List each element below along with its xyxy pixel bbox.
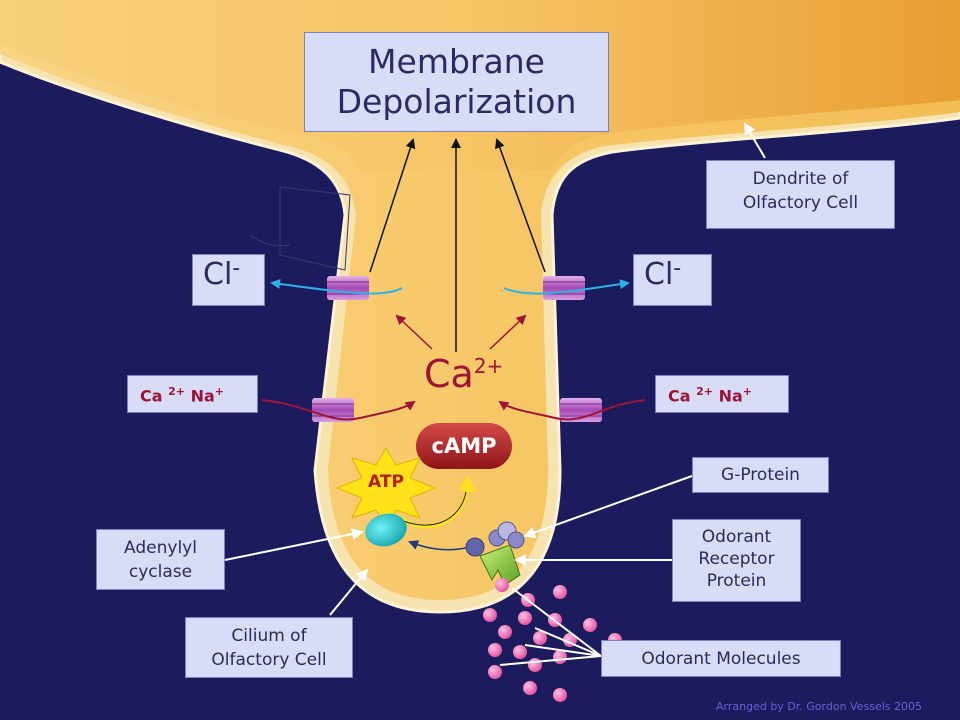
- calcium-symbol: Ca: [140, 386, 163, 406]
- odorant-pointers: [499, 587, 602, 666]
- signal-arrow: [408, 540, 471, 551]
- dendrite-body: [0, 0, 960, 600]
- cation-influx-arrow-left: [261, 399, 416, 421]
- sodium-symbol: Na: [718, 386, 743, 406]
- calcium-charge: 2+: [168, 385, 185, 398]
- depolarization-arrow-right: [495, 138, 546, 273]
- calcium-label: Ca2+: [424, 352, 503, 396]
- atp-label: ATP: [368, 472, 404, 492]
- calcium-charge: 2+: [696, 385, 713, 398]
- title-box: Membrane Depolarization: [304, 32, 609, 132]
- adenylyl-line-1: Adenylyl: [124, 538, 197, 558]
- dendrite-label-line-1: Dendrite of: [752, 169, 849, 189]
- chloride-arrow-right: [503, 279, 630, 295]
- g-protein-complex: [465, 521, 525, 557]
- odorant-molecules-label: Odorant Molecules: [601, 640, 841, 677]
- dendrite-pointer: [743, 122, 766, 159]
- chloride-charge: -: [232, 256, 241, 281]
- credit-text: Arranged by Dr. Gordon Vessels 2005: [716, 700, 922, 713]
- receptor-line-2: Receptor: [698, 549, 775, 569]
- cation-channel-left: [312, 398, 354, 422]
- cilium-line-2: Olfactory Cell: [211, 650, 327, 670]
- receptor-line-3: Protein: [706, 571, 767, 591]
- chloride-symbol: Cl: [644, 257, 674, 292]
- g-protein-label: G-Protein: [692, 457, 829, 493]
- sodium-symbol: Na: [190, 386, 215, 406]
- odorant-molecules-text: Odorant Molecules: [641, 649, 801, 669]
- chloride-channel-left: [327, 276, 369, 300]
- chloride-label-right: Cl-: [633, 254, 712, 306]
- cation-channel-right: [560, 398, 602, 422]
- calcium-arrow-left: [395, 314, 433, 350]
- title-line-2: Depolarization: [336, 82, 577, 121]
- camp-label: cAMP: [431, 434, 497, 458]
- calcium-symbol: Ca: [668, 386, 691, 406]
- cilium-pointer: [329, 568, 369, 616]
- sodium-charge: +: [214, 385, 224, 398]
- receptor-label: Odorant Receptor Protein: [672, 519, 801, 602]
- calcium-main-symbol: Ca: [424, 352, 474, 396]
- dendrite-label: Dendrite of Olfactory Cell: [706, 160, 895, 229]
- title-line-1: Membrane: [368, 42, 545, 81]
- g-protein-pointer: [523, 475, 693, 539]
- cilium-line-1: Cilium of: [231, 626, 307, 646]
- chloride-arrow-left: [270, 278, 403, 295]
- chloride-channel-right: [543, 276, 585, 300]
- calcium-arrow-right: [489, 314, 527, 350]
- calcium-main-charge: 2+: [473, 354, 504, 378]
- depolarization-arrow-left: [369, 138, 416, 273]
- adenylyl-label: Adenylyl cyclase: [96, 529, 225, 590]
- chloride-symbol: Cl: [203, 257, 233, 292]
- cation-influx-arrow-right: [498, 399, 646, 421]
- adenylyl-pointer: [224, 528, 364, 561]
- sodium-charge: +: [742, 385, 752, 398]
- atp-to-camp-arrow: [393, 484, 470, 529]
- chloride-label-left: Cl-: [192, 254, 265, 306]
- chloride-charge: -: [673, 256, 682, 281]
- dendrite-label-line-2: Olfactory Cell: [742, 193, 859, 213]
- g-protein-text: G-Protein: [721, 465, 800, 485]
- camp-molecule: [416, 423, 512, 469]
- cation-label-right: Ca 2+ Na+: [655, 375, 789, 413]
- adenylyl-line-2: cyclase: [128, 562, 193, 582]
- faint-outline: [279, 186, 351, 271]
- receptor-line-1: Odorant: [701, 527, 772, 547]
- adenylyl-cyclase-protein: [365, 513, 407, 547]
- cilium-label: Cilium of Olfactory Cell: [185, 617, 353, 678]
- cation-label-left: Ca 2+ Na+: [127, 375, 258, 413]
